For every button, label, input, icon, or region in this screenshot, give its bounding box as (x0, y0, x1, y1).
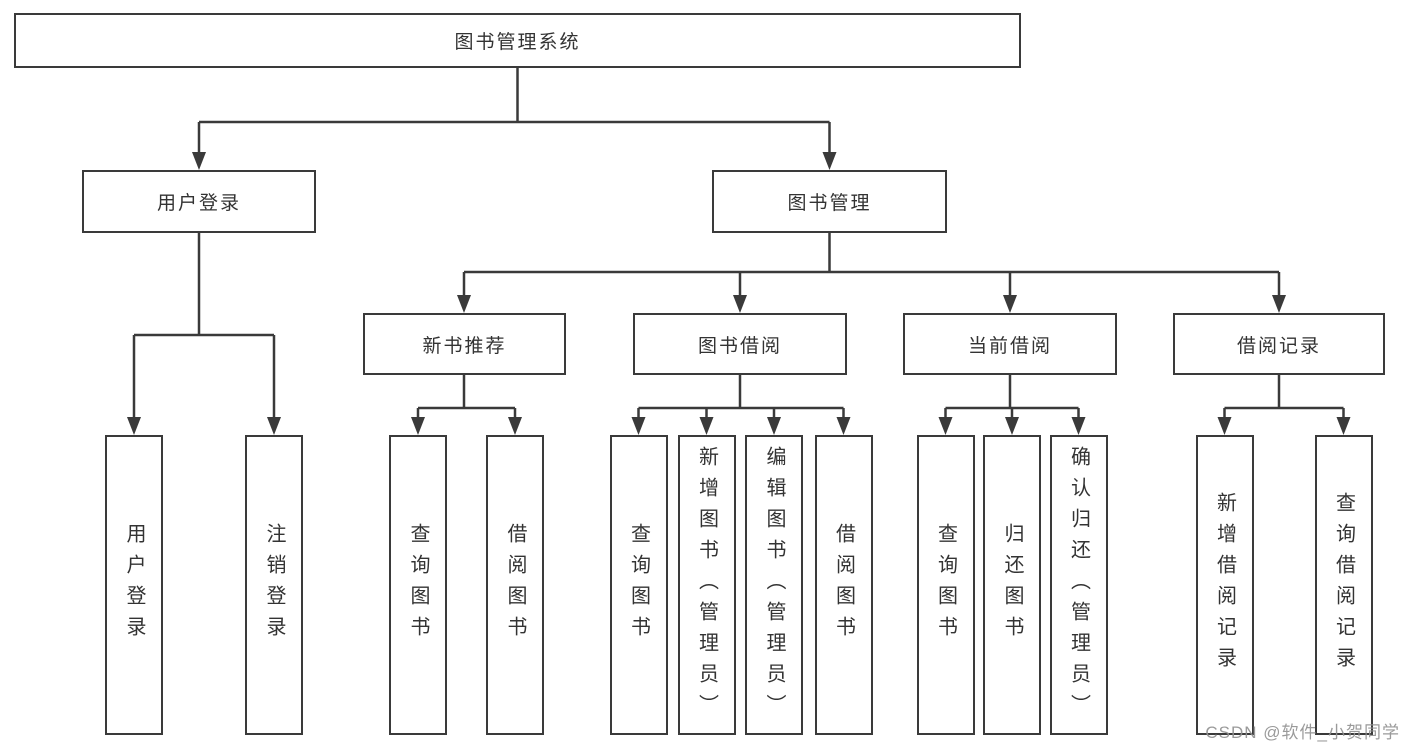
arrow-down-icon (1217, 417, 1232, 435)
leaf-borrow-books-2: 借阅图书 (814, 435, 873, 735)
arrow-down-icon (1272, 295, 1286, 313)
arrow-down-icon (1005, 417, 1019, 435)
node-book-management-label: 图书管理 (787, 193, 872, 214)
node-borrowing-records: 借阅记录 (1173, 313, 1385, 375)
arrow-down-icon (1003, 295, 1017, 313)
node-current-borrowing: 当前借阅 (903, 313, 1117, 375)
arrow-down-icon (127, 417, 141, 435)
connector-borrowing-records (1223, 375, 1345, 419)
node-current-borrowing-label: 当前借阅 (967, 335, 1052, 357)
leaf-query-books-1: 查询图书 (389, 435, 447, 735)
leaf-confirm-return-admin-label: 确认归还（管理员） (1067, 445, 1090, 725)
node-root: 图书管理系统 (14, 13, 1021, 68)
leaf-query-books-3-label: 查询图书 (934, 523, 957, 647)
arrow-down-icon (822, 152, 837, 170)
leaf-add-books-admin-label: 新增图书（管理员） (695, 445, 718, 725)
node-book-management: 图书管理 (712, 170, 947, 233)
leaf-query-books-1-label: 查询图书 (407, 523, 429, 647)
leaf-borrow-books-2-label: 借阅图书 (832, 523, 855, 647)
arrow-down-icon (411, 417, 425, 435)
node-root-label: 图书管理系统 (454, 32, 581, 53)
arrow-down-icon (699, 417, 714, 435)
arrow-down-icon (767, 417, 781, 435)
arrow-down-icon (508, 417, 522, 435)
connector-root (197, 68, 831, 154)
leaf-add-borrow-record: 新增借阅记录 (1195, 435, 1254, 735)
node-book-borrowing: 图书借阅 (633, 313, 847, 375)
arrow-down-icon (1071, 417, 1086, 435)
leaf-return-books-label: 归还图书 (1001, 523, 1023, 647)
arrow-down-icon (733, 295, 747, 313)
node-new-book-recommend-label: 新书推荐 (422, 335, 507, 357)
leaf-return-books: 归还图书 (983, 435, 1041, 735)
arrow-down-icon (192, 152, 206, 170)
leaf-edit-books-admin: 编辑图书（管理员） (745, 435, 803, 735)
leaf-user-login: 用户登录 (105, 435, 163, 735)
leaf-query-books-3: 查询图书 (916, 435, 975, 735)
connector-book-management (462, 233, 1281, 297)
leaf-query-borrow-record-label: 查询借阅记录 (1332, 492, 1355, 678)
leaf-confirm-return-admin: 确认归还（管理员） (1049, 435, 1108, 735)
csdn-watermark: CSDN @软件_小贺同学 (1205, 723, 1400, 742)
leaf-borrow-books-1: 借阅图书 (486, 435, 544, 735)
node-book-borrowing-label: 图书借阅 (697, 335, 782, 357)
leaf-query-books-2: 查询图书 (609, 435, 668, 735)
node-new-book-recommend: 新书推荐 (363, 313, 566, 375)
arrow-down-icon (836, 417, 851, 435)
leaf-borrow-books-1-label: 借阅图书 (504, 523, 526, 647)
leaf-add-books-admin: 新增图书（管理员） (677, 435, 736, 735)
node-user-login-label: 用户登录 (156, 193, 241, 214)
connector-book-borrowing (637, 375, 845, 419)
connector-new-book (416, 375, 517, 419)
leaf-logout-label: 注销登录 (263, 523, 285, 647)
connector-current-borrowing (944, 375, 1080, 419)
arrowhead-icons (127, 152, 1351, 435)
node-borrowing-records-label: 借阅记录 (1236, 335, 1321, 357)
leaf-logout: 注销登录 (245, 435, 303, 735)
arrow-down-icon (267, 417, 281, 435)
arrow-down-icon (457, 295, 471, 313)
leaf-query-borrow-record: 查询借阅记录 (1314, 435, 1373, 735)
leaf-add-borrow-record-label: 新增借阅记录 (1213, 492, 1236, 678)
arrow-down-icon (1336, 417, 1351, 435)
connector-user-login (132, 233, 276, 419)
arrow-down-icon (631, 417, 646, 435)
leaf-query-books-2-label: 查询图书 (627, 523, 650, 647)
node-user-login: 用户登录 (82, 170, 316, 233)
arrow-down-icon (938, 417, 953, 435)
leaf-user-login-label: 用户登录 (123, 523, 145, 647)
leaf-edit-books-admin-label: 编辑图书（管理员） (763, 445, 785, 725)
